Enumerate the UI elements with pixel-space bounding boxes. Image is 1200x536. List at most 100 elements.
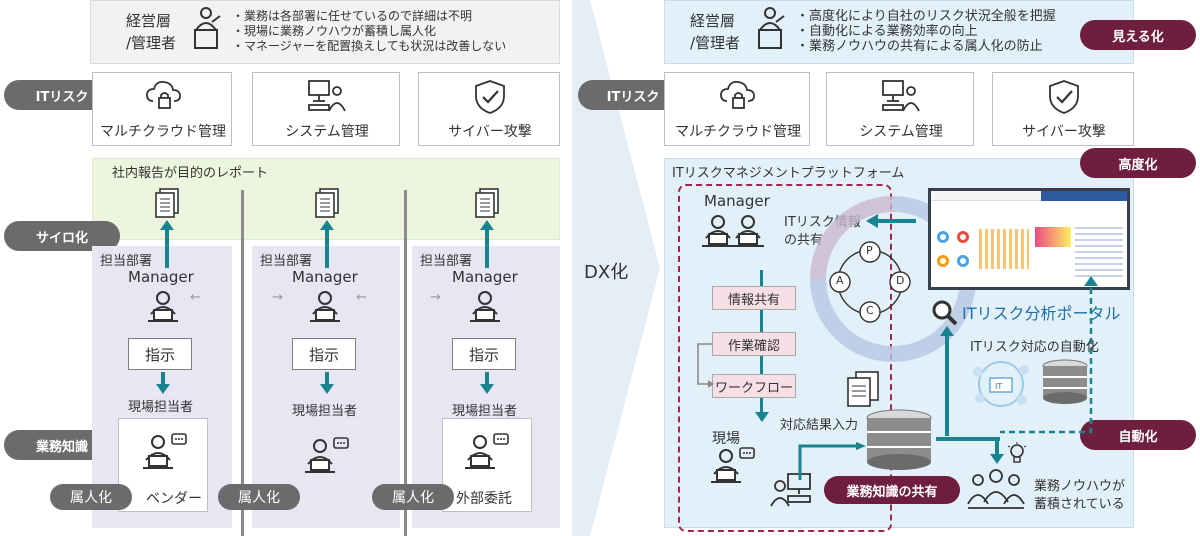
teal-up-arrow [160, 220, 174, 268]
cloud-lock-icon [719, 79, 757, 113]
person-laptop-chat-icon [302, 436, 350, 476]
platform-manager-label: Manager [704, 192, 770, 210]
teal-down-arrow [320, 372, 334, 394]
bullet-item: ・高度化により自社のリスク状況全般を把握 [796, 9, 1056, 24]
flow-loop-arrow [694, 342, 714, 388]
left-card-cyber: サイバー攻撃 [418, 72, 560, 146]
documents-stack-icon [842, 370, 884, 410]
left-card-multicloud: マルチクラウド管理 [92, 72, 232, 146]
right-header [664, 0, 1134, 64]
field-staff-label: 現場担当者 [128, 400, 194, 415]
manager-label: Manager [292, 268, 358, 286]
teal-left-arrow [866, 214, 916, 228]
instruction-box: 指示 [452, 338, 516, 370]
podium-person-icon [192, 6, 222, 50]
teal-up-arrow [940, 326, 954, 436]
teal-down-arrow [156, 372, 170, 394]
teal-up-arrow [1084, 276, 1098, 300]
teal-up-arrow [320, 220, 334, 268]
right-card-system: システム管理 [826, 72, 974, 146]
field-staff-label: 現場担当者 [292, 404, 358, 419]
flow-workflow: ワークフロー [712, 374, 796, 398]
column-divider [241, 190, 244, 536]
it-automation-graphic: IT [968, 358, 1034, 408]
portal-dashboard-image [928, 188, 1130, 290]
left-header-bullets: ・業務は各部署に任せているので詳細は不明 ・現場に業務ノウハウが蓄積し属人化 ・… [232, 9, 506, 54]
manager-label: Manager [128, 268, 194, 286]
gray-right-arrow: → [272, 290, 283, 305]
card-label: システム管理 [285, 124, 369, 140]
teal-dashed-connector [1000, 276, 1100, 446]
lightbulb-icon [1006, 442, 1028, 466]
teal-down-arrow [990, 440, 1004, 466]
teal-horizontal-connector [936, 432, 1000, 446]
pdca-p: P [866, 244, 873, 257]
manager-label: Manager [452, 268, 518, 286]
cloud-lock-icon [145, 79, 183, 113]
document-icon [315, 188, 339, 218]
silo-badge: 属人化 [218, 484, 300, 510]
worker-label: ベンダー [146, 491, 202, 507]
knowledge-share-pill: 業務知識の共有 [824, 476, 960, 504]
gray-right-arrow: → [430, 290, 441, 305]
right-header-bullets: ・高度化により自社のリスク状況全般を把握 ・自動化による業務効率の向上 ・業務ノ… [796, 9, 1056, 54]
right-role-label: 経営層 /管理者 [690, 12, 741, 52]
pdca-a: A [836, 274, 844, 287]
svg-text:IT: IT [995, 382, 1002, 391]
automation-badge: 自動化 [1080, 420, 1196, 450]
right-card-multicloud: マルチクラウド管理 [664, 72, 810, 146]
silo-badge: 属人化 [372, 484, 454, 510]
computer-user-icon [307, 79, 347, 115]
silo-badge: 属人化 [50, 484, 132, 510]
computer-user-icon [770, 472, 814, 512]
instruction-box: 指示 [128, 338, 192, 370]
teal-up-arrow [480, 220, 494, 268]
pdca-d: D [896, 274, 905, 287]
advanced-badge: 高度化 [1080, 148, 1196, 178]
card-label: マルチクラウド管理 [675, 124, 801, 140]
right-card-cyber: サイバー攻撃 [992, 72, 1134, 146]
bullet-item: ・業務は各部署に任せているので詳細は不明 [232, 9, 473, 23]
field-staff-label: 現場担当者 [452, 404, 518, 419]
worker-label: 外部委託 [456, 491, 512, 507]
pdca-cycle [824, 236, 916, 328]
dept-label: 担当部署 [420, 254, 473, 269]
left-role-label: 経営層 /管理者 [126, 12, 177, 52]
automation-text: ITリスク対応の自動化 [970, 340, 1099, 355]
bullet-item: ・現場に業務ノウハウが蓄積し属人化 [232, 24, 437, 38]
card-label: サイバー攻撃 [448, 124, 532, 140]
flow-info-share: 情報共有 [712, 286, 796, 310]
report-band-label: 社内報告が目的のレポート [112, 166, 269, 181]
computer-user-icon [881, 79, 921, 115]
result-input-label: 対応結果入力 [780, 418, 859, 433]
instruction-box: 指示 [292, 338, 356, 370]
magnifier-icon [932, 300, 958, 326]
person-laptop-icon [468, 290, 502, 324]
column-divider [404, 190, 407, 536]
document-icon [155, 188, 179, 218]
dept-label: 担当部署 [260, 254, 313, 269]
card-label: システム管理 [859, 124, 943, 140]
person-laptop-chat-icon [462, 432, 510, 472]
main-database-icon [864, 408, 934, 472]
dept-label: 担当部署 [100, 254, 153, 269]
gray-left-arrow: ← [190, 290, 201, 305]
left-header [90, 0, 560, 64]
podium-person-icon [756, 6, 786, 50]
person-laptop-icon [308, 290, 342, 324]
card-label: サイバー攻撃 [1022, 124, 1106, 140]
field-label: 現場 [712, 431, 740, 447]
dx-label: DX化 [584, 262, 629, 283]
team-icon [966, 468, 1026, 512]
flow-work-check: 作業確認 [712, 332, 796, 356]
visible-badge: 見える化 [1080, 20, 1196, 50]
teal-down-arrow [755, 404, 769, 424]
group-laptops-icon [700, 214, 766, 250]
portal-label: ITリスク分析ポータル [962, 304, 1121, 323]
shield-check-icon [473, 79, 507, 115]
bullet-item: ・自動化による業務効率の向上 [796, 24, 978, 39]
platform-title: ITリスクマネジメントプラットフォーム [672, 166, 905, 181]
know-how-text: 業務ノウハウが 蓄積されている [1034, 479, 1126, 512]
left-card-system: システム管理 [252, 72, 400, 146]
database-icon [1040, 358, 1090, 406]
